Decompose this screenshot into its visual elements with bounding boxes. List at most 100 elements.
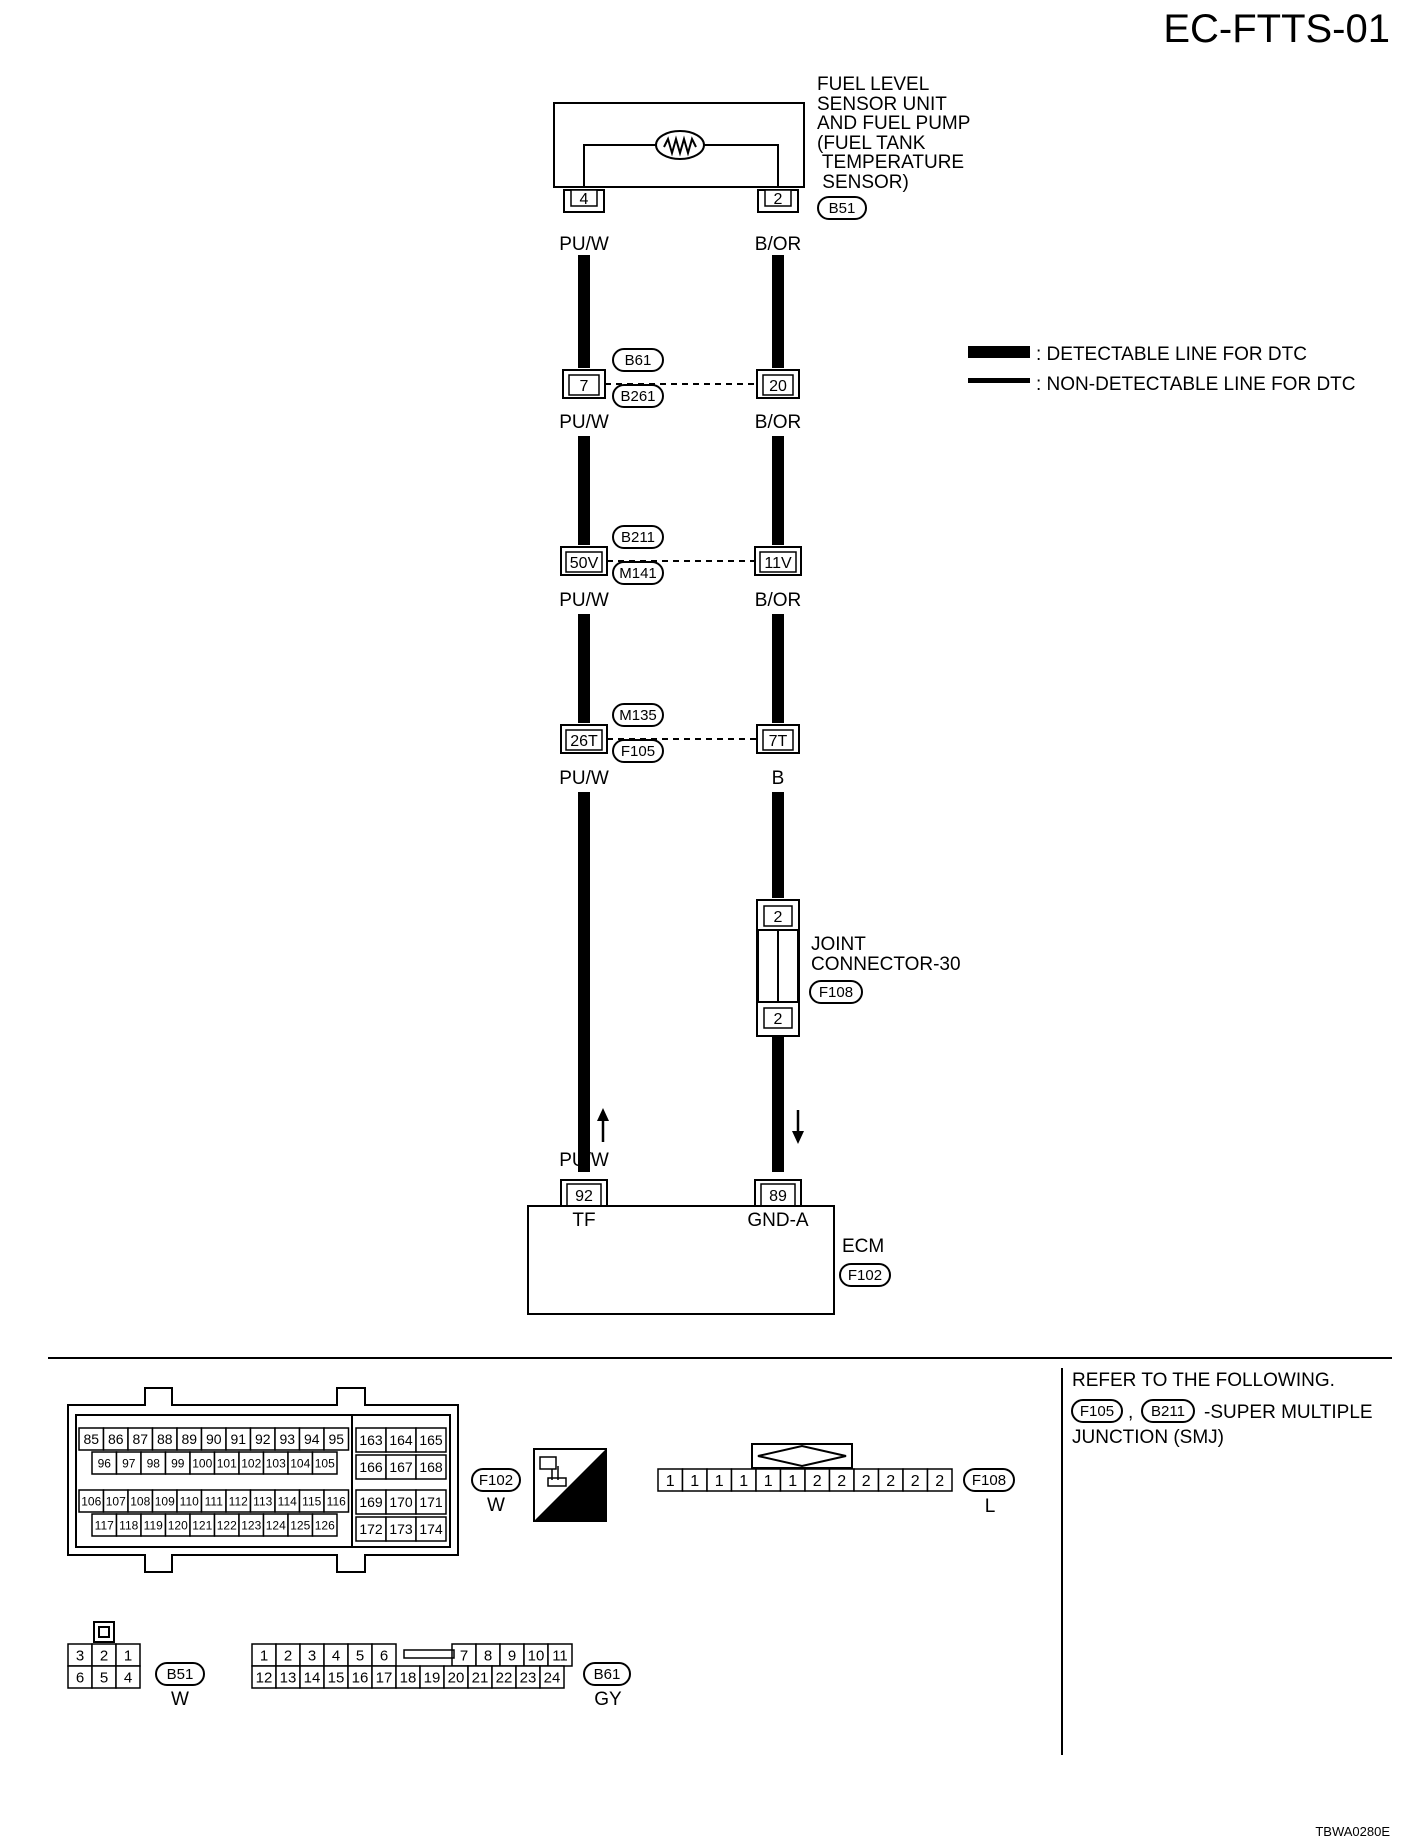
pin-number: 17 (376, 1669, 393, 1686)
pin-number: 109 (155, 1494, 175, 1508)
signal-arrow-down (792, 1110, 804, 1144)
pin-number: 124 (266, 1518, 286, 1532)
pin-number: 22 (496, 1669, 513, 1686)
pin-number: 105 (315, 1456, 335, 1470)
pin-number: 13 (280, 1669, 297, 1686)
pin-number: 120 (168, 1518, 188, 1532)
pin-number: 117 (95, 1518, 114, 1532)
pin-number: 85 (83, 1431, 99, 1447)
pin-number: 2 (935, 1473, 944, 1490)
pin-number: 104 (290, 1456, 310, 1470)
svg-text:2: 2 (774, 191, 783, 208)
pin-number: 6 (76, 1669, 84, 1686)
svg-text:7T: 7T (769, 733, 788, 750)
pin-number: 23 (520, 1669, 537, 1686)
pin-number: 169 (359, 1494, 383, 1510)
pin-number: 125 (290, 1518, 310, 1532)
connector-view-tag: F102 (479, 1472, 513, 1489)
pin-cell (415, 1516, 447, 1542)
pin-number: 113 (253, 1494, 272, 1508)
pin-number: 6 (380, 1647, 388, 1664)
legend-non-detectable-swatch (968, 378, 1030, 383)
note-separator: , (1128, 1402, 1133, 1423)
svg-text:2: 2 (774, 909, 783, 926)
pin-number: 2 (862, 1473, 871, 1490)
connector-tag-f108: F108 (809, 980, 863, 1004)
joint-connector-30: 2 2 (756, 899, 800, 1037)
pin-number: 86 (108, 1431, 124, 1447)
pin-cell (323, 1489, 350, 1513)
pin-cell (355, 1427, 387, 1453)
pin-number: 110 (180, 1494, 199, 1508)
connector-view-color: W (487, 1495, 505, 1516)
pin-number: 108 (130, 1494, 150, 1508)
hs-label: H.S. (564, 1501, 595, 1518)
pin-number: 101 (217, 1456, 237, 1470)
wire-color-label: B/OR (755, 590, 801, 611)
note-text: JUNCTION (SMJ) (1072, 1427, 1224, 1448)
pin-number: 115 (302, 1494, 321, 1508)
wire-color-label: PU/W (559, 1150, 609, 1171)
svg-text:M141: M141 (619, 565, 657, 582)
pin-number: 11 (552, 1647, 568, 1664)
joint-label-line: CONNECTOR-30 (811, 954, 961, 975)
pin-number: 171 (419, 1494, 443, 1510)
pin-number: 4 (124, 1669, 132, 1686)
pin-number: 1 (260, 1647, 268, 1664)
pin-cell (415, 1489, 447, 1515)
pin-number: 90 (206, 1431, 222, 1447)
pin-number: 88 (157, 1431, 173, 1447)
pin-number: 112 (229, 1494, 248, 1508)
pin-cell (311, 1451, 338, 1475)
pin-cell (355, 1516, 387, 1542)
junction-b211-m141: 50V 11V B211 M141 (560, 525, 802, 585)
pin-number: 4 (332, 1647, 340, 1664)
pin-number: 103 (266, 1456, 286, 1470)
svg-text:11V: 11V (764, 555, 792, 572)
page-title: EC-FTTS-01 (1163, 7, 1390, 51)
sensor-label-line: (FUEL TANK (817, 133, 926, 154)
wire-color-label: PU/W (559, 412, 609, 433)
legend-non-detectable-label: : NON-DETECTABLE LINE FOR DTC (1036, 374, 1356, 395)
pin-number: 97 (122, 1456, 136, 1470)
note-title: REFER TO THE FOLLOWING. (1072, 1370, 1335, 1391)
pin-number: 2 (911, 1473, 920, 1490)
legend: : DETECTABLE LINE FOR DTC : NON-DETECTAB… (968, 344, 1356, 395)
pin-number: 98 (147, 1456, 161, 1470)
pin-number: 16 (352, 1669, 369, 1686)
connector-view-tag: B61 (594, 1666, 621, 1683)
note-text: -SUPER MULTIPLE (1204, 1402, 1373, 1423)
pin-number: 1 (739, 1473, 748, 1490)
connector-view-tag: F108 (972, 1472, 1006, 1489)
svg-text:4: 4 (580, 191, 589, 208)
legend-detectable-swatch (968, 346, 1030, 358)
detectable-wires (578, 255, 784, 1172)
pin-number: 119 (144, 1518, 163, 1532)
pin-number: 1 (666, 1473, 675, 1490)
pin-number: 5 (356, 1647, 364, 1664)
svg-text:B61: B61 (625, 352, 652, 369)
pin-cell (355, 1489, 387, 1515)
svg-text:50V: 50V (570, 555, 599, 572)
sensor-label-line: AND FUEL PUMP (817, 113, 970, 134)
pin-number: 111 (205, 1494, 224, 1508)
pin-ecm-92: 92 (560, 1179, 608, 1207)
pin-number: 3 (76, 1647, 84, 1664)
pin-number: 1 (715, 1473, 724, 1490)
pin-number: 10 (528, 1647, 545, 1664)
svg-text:B261: B261 (620, 388, 655, 405)
pin-number: 1 (788, 1473, 797, 1490)
pin-number: 122 (217, 1518, 237, 1532)
pin-number: 167 (389, 1459, 413, 1475)
pin-number: 14 (304, 1669, 321, 1686)
svg-text:F105: F105 (621, 743, 655, 760)
sensor-label-line: SENSOR UNIT (817, 94, 947, 115)
sensor-label-line: FUEL LEVEL (817, 74, 929, 95)
note-tag: F105 (1080, 1403, 1114, 1420)
pin-number: 114 (278, 1494, 297, 1508)
pin-number: 1 (690, 1473, 699, 1490)
pin-number: 95 (328, 1431, 344, 1447)
